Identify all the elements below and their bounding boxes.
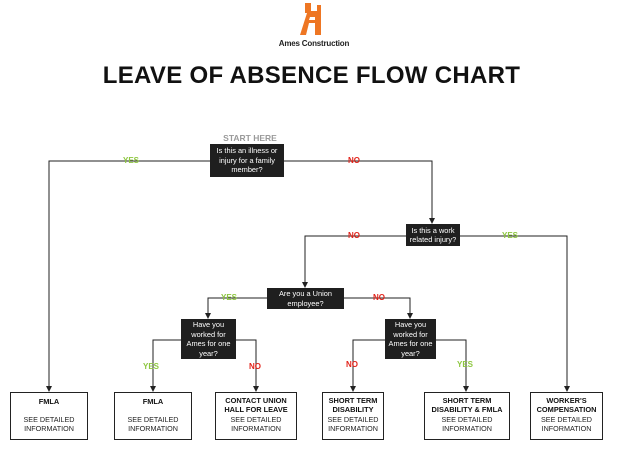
outcome-workers-comp: WORKER'S COMPENSATION SEE DETAILED INFOR…: [530, 392, 603, 440]
page-title: LEAVE OF ABSENCE FLOW CHART: [102, 62, 521, 89]
question-illness: Is this an illness or injury for a famil…: [210, 144, 284, 177]
outcome-info: SEE DETAILED INFORMATION: [23, 415, 75, 433]
outcome-fmla-2: FMLA SEE DETAILED INFORMATION: [114, 392, 192, 440]
label-q3-no: NO: [373, 293, 385, 302]
outcome-title: CONTACT UNION HALL FOR LEAVE: [224, 396, 288, 414]
outcome-title: SHORT TERM DISABILITY: [328, 396, 378, 414]
outcome-info: SEE DETAILED INFORMATION: [230, 415, 282, 433]
start-label: START HERE: [223, 133, 277, 143]
outcome-title: FMLA: [38, 397, 60, 406]
ames-logo: Ames Construction: [272, 3, 356, 49]
label-q5-yes: YES: [457, 360, 474, 369]
label-q5-no: NO: [346, 360, 358, 369]
connector-q2-yes: [460, 235, 570, 392]
outcome-title: SHORT TERM DISABILITY & FMLA: [431, 396, 503, 414]
question-union: Are you a Union employee?: [267, 288, 344, 309]
connector-q3-yes: [205, 297, 267, 319]
connector-q4-no: [236, 339, 259, 392]
question-worked-union: Have you worked for Ames for one year?: [181, 319, 236, 359]
label-q4-yes: YES: [143, 362, 160, 371]
outcome-std-fmla: SHORT TERM DISABILITY & FMLA SEE DETAILE…: [424, 392, 510, 440]
ames-logo-icon: [300, 3, 321, 35]
outcome-fmla-1: FMLA SEE DETAILED INFORMATION: [10, 392, 88, 440]
outcome-info: SEE DETAILED INFORMATION: [127, 415, 179, 433]
connector-q1-no: [284, 160, 435, 224]
label-q1-yes: YES: [123, 156, 140, 165]
outcome-title: FMLA: [142, 397, 164, 406]
question-worked-nonunion: Have you worked for Ames for one year?: [385, 319, 436, 359]
connector-q1-yes: [46, 160, 210, 392]
question-work-related: Is this a work related injury?: [406, 224, 460, 246]
outcome-info: SEE DETAILED INFORMATION: [327, 415, 379, 433]
outcome-info: SEE DETAILED INFORMATION: [441, 415, 493, 433]
connector-q5-no: [350, 339, 385, 392]
outcome-short-term-disability: SHORT TERM DISABILITY SEE DETAILED INFOR…: [322, 392, 384, 440]
connector-q4-yes: [150, 339, 181, 392]
outcome-union-hall: CONTACT UNION HALL FOR LEAVE SEE DETAILE…: [215, 392, 297, 440]
label-q3-yes: YES: [221, 293, 238, 302]
outcome-title: WORKER'S COMPENSATION: [536, 396, 597, 414]
label-q2-yes: YES: [502, 231, 519, 240]
outcome-info: SEE DETAILED INFORMATION: [541, 415, 592, 433]
brand-name: Ames Construction: [278, 39, 350, 48]
label-q4-no: NO: [249, 362, 261, 371]
label-q2-no: NO: [348, 231, 360, 240]
connector-q3-no: [344, 297, 413, 319]
connector-q2-no: [302, 235, 406, 288]
label-q1-no: NO: [348, 156, 360, 165]
connector-q5-yes: [436, 339, 469, 392]
